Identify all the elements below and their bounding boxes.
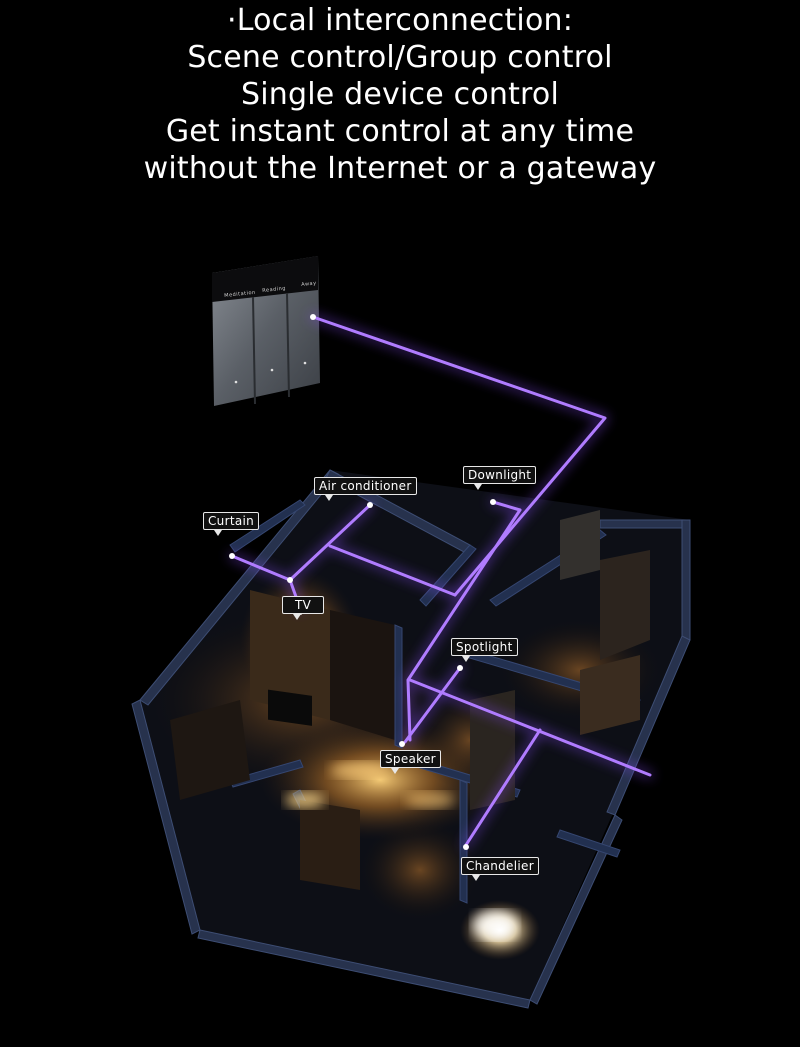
headline-line-4: Get instant control at any time (165, 114, 635, 149)
spotlight-label: Spotlight (451, 638, 518, 662)
wall-switch-panel (212, 256, 320, 406)
curtain-label: Curtain (203, 512, 260, 536)
switch-indicator-2 (270, 368, 274, 372)
house-floorplan (131, 469, 691, 1009)
speaker-label: Speaker (380, 750, 441, 774)
connection-lines (228, 313, 654, 850)
headline-line-2: Scene control/Group control (187, 40, 613, 75)
headline-line-3: Single device control (240, 77, 560, 112)
tv-label: TV (282, 596, 325, 620)
downlight-label: Downlight (463, 466, 537, 490)
switch-indicator-1 (234, 380, 238, 384)
headline-line-5: without the Internet or a gateway (143, 151, 657, 186)
headline: ·Local interconnection: Scene control/Gr… (0, 2, 800, 187)
switch-indicator-3 (303, 361, 307, 365)
headline-line-1: ·Local interconnection: (226, 3, 574, 38)
air-conditioner-label: Air conditioner (314, 477, 417, 501)
chandelier-label: Chandelier (461, 857, 539, 881)
